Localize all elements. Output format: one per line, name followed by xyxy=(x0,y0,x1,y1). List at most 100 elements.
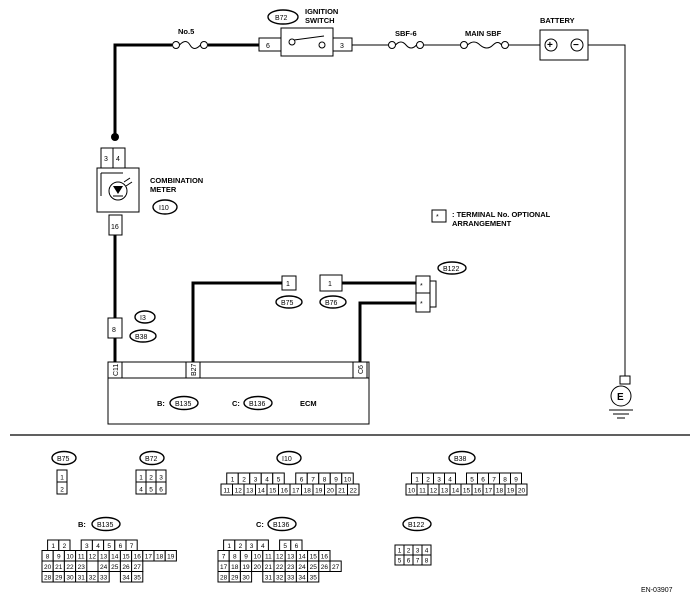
connector-i3-b38: 8 I3 B38 xyxy=(107,310,157,343)
pin-number: 6 xyxy=(119,543,123,550)
pin-number: 25 xyxy=(111,564,119,571)
pin-number: 1 xyxy=(51,543,55,550)
pin-number: 6 xyxy=(295,543,299,550)
pin-number: 2 xyxy=(239,543,243,550)
ecm-c-code: B136 xyxy=(249,401,265,408)
pin-number: 18 xyxy=(156,554,164,561)
pin-number: 1 xyxy=(415,477,419,484)
pin-number: 17 xyxy=(145,554,153,561)
b72-oval xyxy=(267,9,299,25)
note-text-1: : TERMINAL No. OPTIONAL xyxy=(452,210,551,219)
pin-number: 5 xyxy=(149,487,153,494)
ecm: C11 B27 C6 B: B135 C: B136 ECM xyxy=(107,361,370,425)
pin-number: 9 xyxy=(57,554,61,561)
pin-number: 20 xyxy=(518,488,526,495)
pin-number: 10 xyxy=(344,477,352,484)
pin-number: 8 xyxy=(233,554,237,561)
table-title-oval xyxy=(91,516,121,532)
pin-number: 18 xyxy=(496,488,504,495)
pin-number: 30 xyxy=(242,575,250,582)
pin-number: 17 xyxy=(220,564,228,571)
pin-number: 3 xyxy=(437,477,441,484)
b38-oval xyxy=(129,329,157,343)
b122-star-a: * xyxy=(420,283,423,290)
pin-number: 15 xyxy=(310,554,318,561)
pin-number: 5 xyxy=(470,477,474,484)
battery-plus: + xyxy=(547,40,553,51)
pin-number: 29 xyxy=(55,575,63,582)
pin-number: 26 xyxy=(321,564,329,571)
pin-number: 3 xyxy=(85,543,89,550)
fuse-main-sbf: MAIN SBF xyxy=(460,29,509,49)
pin-number: 7 xyxy=(222,554,226,561)
pin-number: 22 xyxy=(66,564,74,571)
pin-number: 18 xyxy=(304,488,312,495)
ecm-c-prefix: C: xyxy=(232,399,240,408)
ecm-label: ECM xyxy=(300,399,317,408)
pin-number: 28 xyxy=(44,575,52,582)
pin-number: 6 xyxy=(300,477,304,484)
pin-number: 35 xyxy=(134,575,142,582)
pin-number: 4 xyxy=(139,487,143,494)
pin-number: 7 xyxy=(311,477,315,484)
pin-number: 21 xyxy=(338,488,346,495)
pin-number: 9 xyxy=(334,477,338,484)
pin-number: 1 xyxy=(60,475,64,482)
pin-cell xyxy=(329,560,342,572)
pin-number: 2 xyxy=(242,477,246,484)
pin-number: 8 xyxy=(425,558,429,565)
pin-number: 11 xyxy=(419,488,426,495)
pin-number: 15 xyxy=(269,488,277,495)
ignition-switch: 6 3 B72 IGNITION SWITCH xyxy=(258,7,353,57)
main-sbf-label: MAIN SBF xyxy=(465,29,502,38)
pin-number: 9 xyxy=(244,554,248,561)
pin-number: 5 xyxy=(398,558,402,565)
pin-number: 16 xyxy=(281,488,289,495)
ign-code: B72 xyxy=(275,15,288,22)
battery-minus: − xyxy=(573,40,579,51)
table-title: B38 xyxy=(454,456,467,463)
pin-number: 17 xyxy=(485,488,493,495)
i3-pin-8: 8 xyxy=(112,327,116,334)
pin-number: 8 xyxy=(323,477,327,484)
pin-number: 14 xyxy=(258,488,266,495)
pin-number: 33 xyxy=(100,575,108,582)
ecm-b-code: B135 xyxy=(175,401,191,408)
pin-number: 18 xyxy=(231,564,239,571)
pin-number: 28 xyxy=(220,575,228,582)
pin-number: 11 xyxy=(78,554,85,561)
table-title: B122 xyxy=(408,522,424,529)
pin-number: 11 xyxy=(265,554,272,561)
pin-number: 21 xyxy=(55,564,63,571)
pin-number: 1 xyxy=(227,543,231,550)
pin-number: 19 xyxy=(507,488,515,495)
table-title: B135 xyxy=(97,522,113,529)
battery-label: BATTERY xyxy=(540,16,575,25)
pin-cell xyxy=(515,483,528,496)
ecm-b136-oval xyxy=(243,395,273,411)
pin-number: 4 xyxy=(425,548,429,555)
ign-pin-6: 6 xyxy=(266,43,270,50)
meter-label-1: COMBINATION xyxy=(150,176,203,185)
table-prefix: B: xyxy=(78,520,86,529)
pin-number: 22 xyxy=(350,488,358,495)
pin-number: 15 xyxy=(463,488,471,495)
pin-number: 4 xyxy=(261,543,265,550)
pin-number: 19 xyxy=(242,564,250,571)
pin-number: 30 xyxy=(66,575,74,582)
pin-number: 2 xyxy=(407,548,411,555)
b122-label: B122 xyxy=(443,266,459,273)
pin-number: 25 xyxy=(310,564,318,571)
pin-number: 20 xyxy=(327,488,335,495)
pin-number: 10 xyxy=(408,488,416,495)
pin-number: 6 xyxy=(481,477,485,484)
pin-number: 34 xyxy=(298,575,306,582)
ground-symbol: E xyxy=(609,375,633,419)
ecm-pin-c6: C6 xyxy=(358,365,365,374)
pin-number: 20 xyxy=(44,564,52,571)
